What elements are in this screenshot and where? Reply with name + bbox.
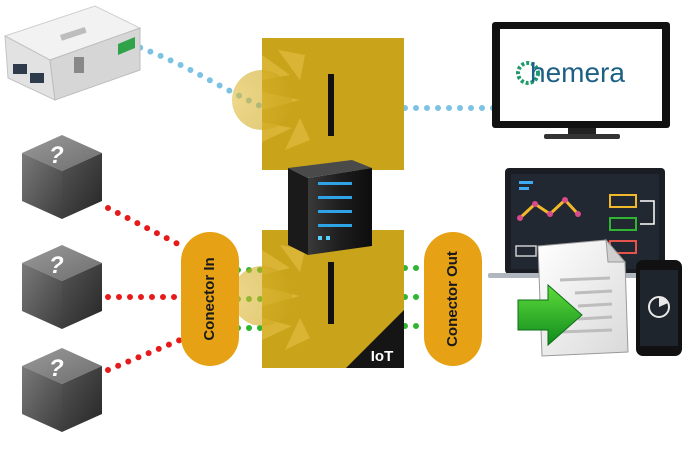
unknown-device-glyph: ? [47,142,66,169]
red-dotted-links [105,205,183,373]
connector-out: Conector Out [424,232,482,366]
unknown-device-glyph: ? [47,355,66,382]
platform-block-top [232,38,404,170]
connector-in-label: Conector In [201,257,218,340]
iot-label: IoT [371,348,394,365]
green-dotted-links-out [402,265,428,329]
connector-out-label: Conector Out [444,251,461,347]
unknown-device-glyph: ? [47,252,66,279]
platform-block-bottom: IoT [232,230,404,368]
hemera-logo: hemera [516,57,625,88]
gateway-device-icon [3,5,142,101]
unknown-device-icon: ? [22,245,102,329]
smartphone-icon [636,260,682,356]
monitor-brand-text: hemera [530,57,625,88]
server-icon [288,160,372,255]
document-export-icon [517,238,629,357]
monitor-icon: hemera [492,22,670,139]
unknown-device-icon: ? [22,135,102,219]
unknown-device-icon: ? [22,348,102,432]
connector-in: Conector In [181,232,239,366]
